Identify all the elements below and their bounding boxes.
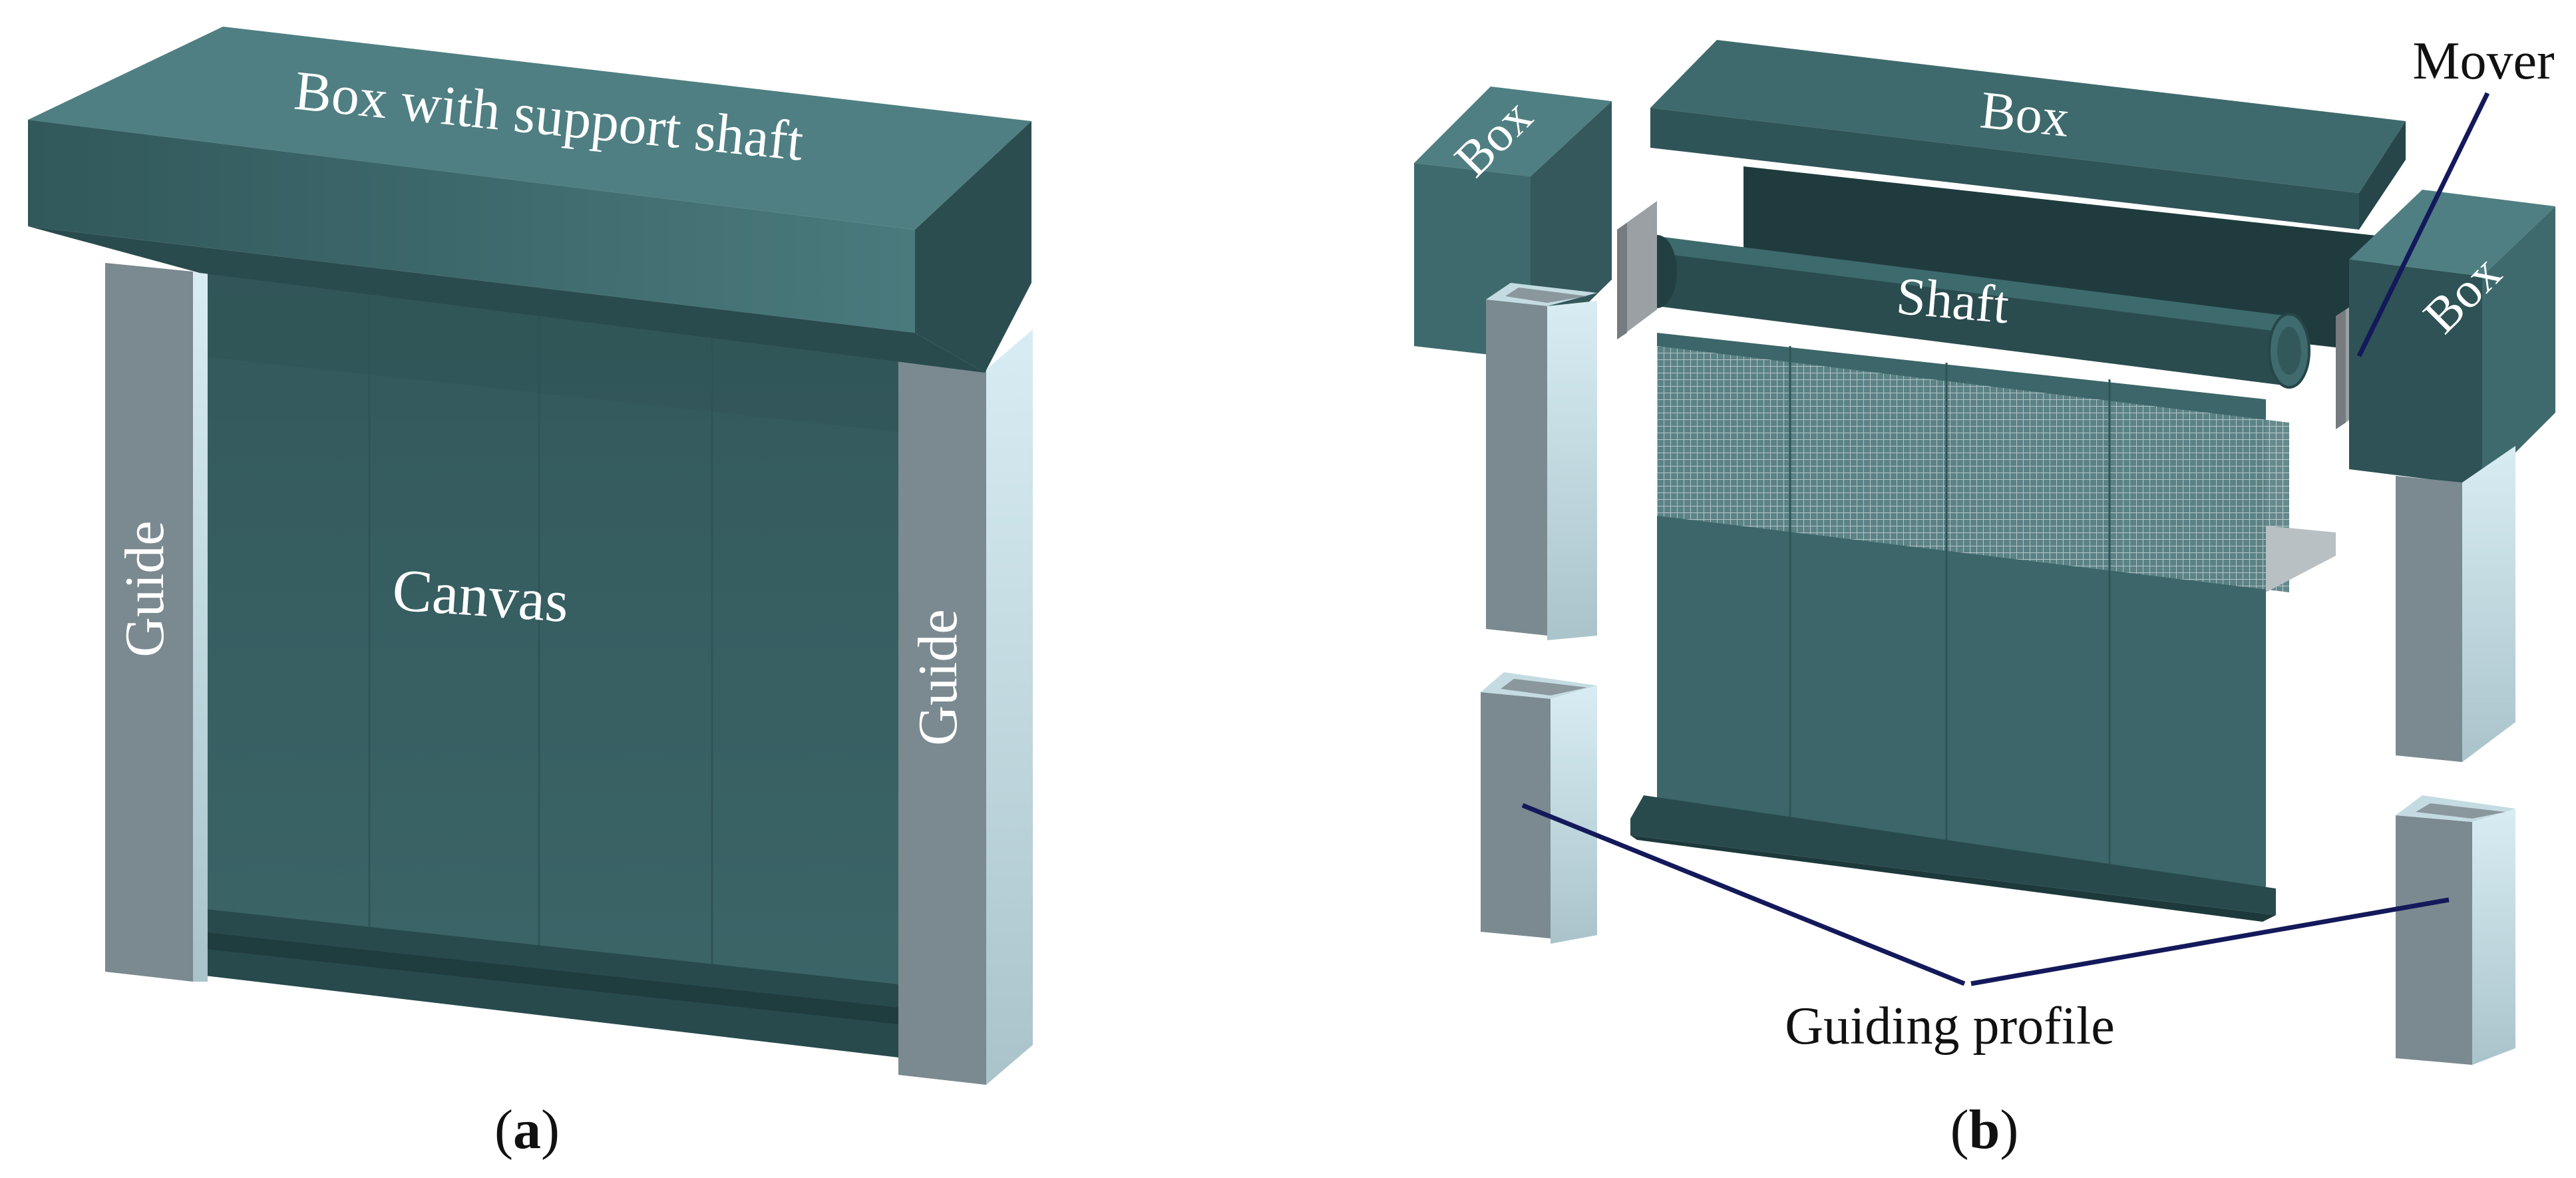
leader-guiding-profile-left <box>1521 803 1966 986</box>
guiding-profile-upper-left <box>1486 283 1597 640</box>
label-guide-right: Guide <box>907 609 969 745</box>
guiding-profile-lower-left <box>1481 672 1597 944</box>
label-canvas: Canvas <box>390 557 570 635</box>
caption-b: (b) <box>1950 1099 2019 1161</box>
panel-a-assembled-door: Box with support shaft Guide Guide Canva… <box>28 27 1033 1161</box>
guiding-profile-lower-right <box>2396 795 2515 1065</box>
panel-b-exploded-door: Box Box Box Shaft Mover Guiding profile … <box>1414 32 2555 1161</box>
box-with-shaft <box>28 27 1031 373</box>
shaft <box>1637 235 2310 389</box>
label-shaft: Shaft <box>1894 267 2011 335</box>
label-guiding-profile: Guiding profile <box>1785 997 2114 1056</box>
leader-mover <box>2356 92 2490 357</box>
label-mover: Mover <box>2412 32 2554 91</box>
mover-plate-left <box>1617 201 1657 339</box>
leader-guiding-profile-right <box>1970 897 2450 986</box>
caption-a: (a) <box>494 1099 560 1161</box>
canvas-exploded <box>1630 333 2336 922</box>
label-box-top: Box <box>1978 81 2072 148</box>
guide-right <box>898 329 1033 1085</box>
canvas-curtain <box>200 273 905 1058</box>
label-guide-left: Guide <box>114 520 176 657</box>
guiding-profile-upper-right <box>2396 446 2515 762</box>
guide-left <box>105 263 208 982</box>
box-right <box>2349 190 2555 486</box>
leader-lines <box>1521 92 2490 986</box>
box-top <box>1650 40 2406 353</box>
